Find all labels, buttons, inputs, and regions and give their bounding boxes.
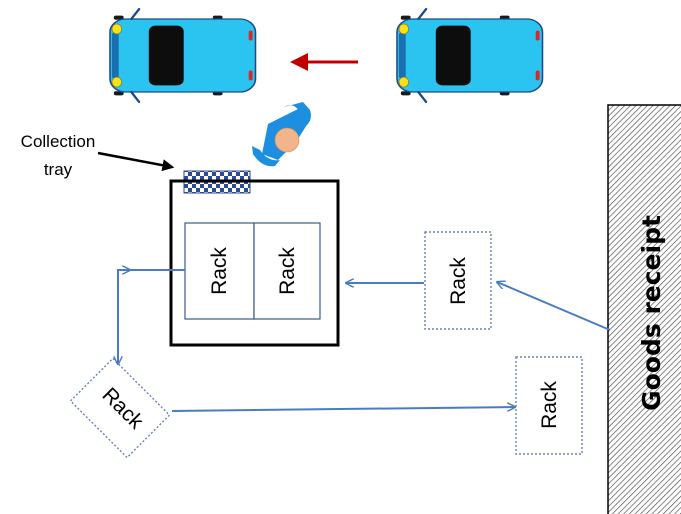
goods-receipt-label: Goods receipt (637, 215, 666, 411)
worker-icon (252, 102, 311, 167)
rack-box-tilted (69, 357, 171, 459)
car-icon-left (108, 7, 257, 104)
rack-label: Rack (276, 247, 299, 295)
goods-receipt-area (607, 104, 681, 514)
rack-label: Rack (208, 247, 231, 295)
flow-arrows (118, 269, 611, 412)
rack-label: Rack (447, 257, 470, 305)
collection-tray-pointer-arrow (97, 151, 175, 172)
rack-box-incoming (424, 231, 492, 330)
car-icon-right (395, 7, 544, 104)
direction-arrow-icon (290, 53, 358, 71)
flow-arrow-station-to-tilted (118, 269, 185, 364)
rack-station (169, 179, 340, 347)
flow-arrow-receipt-to-rack (497, 282, 611, 331)
rack-box-return (515, 356, 583, 455)
flow-arrow-tilted-to-return (171, 407, 515, 412)
rack-box (184, 222, 255, 320)
collection-tray-label-line2: tray (44, 160, 73, 179)
collection-tray-label-line1: Collection (21, 132, 96, 151)
rack-label: Rack (538, 381, 561, 429)
rack-box (253, 222, 321, 320)
